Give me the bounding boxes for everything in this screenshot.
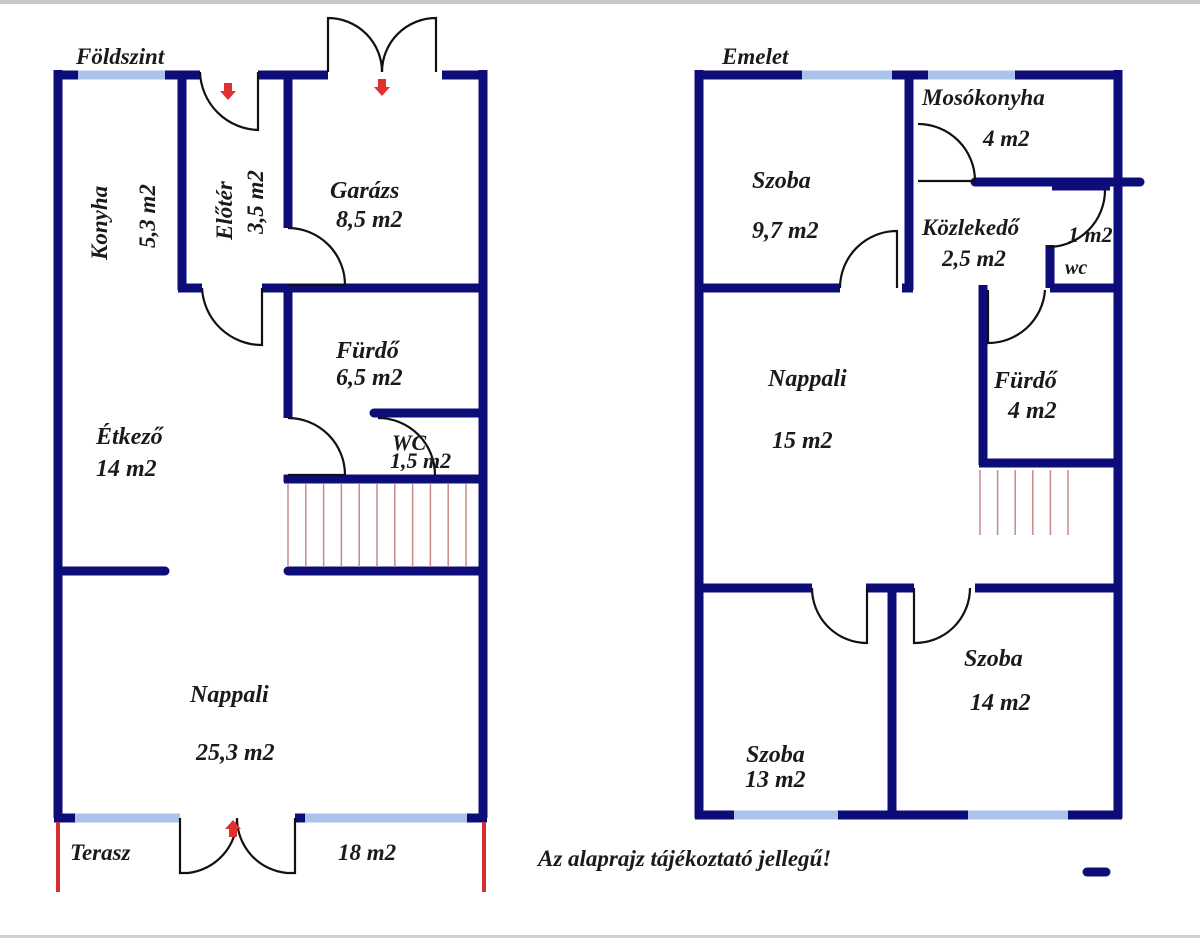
top-border xyxy=(0,0,1200,4)
wc-door xyxy=(1047,189,1107,249)
room-area: 14 m2 xyxy=(970,690,1031,716)
room-name: Terasz xyxy=(70,840,131,865)
room-door xyxy=(912,587,972,645)
entry-arrow-icon xyxy=(374,79,390,96)
room-area: 18 m2 xyxy=(338,840,396,865)
garage-door-left xyxy=(326,16,384,73)
room-area: 8,5 m2 xyxy=(336,207,403,233)
room-area: 13 m2 xyxy=(745,767,806,793)
room-name: Előtér xyxy=(212,180,237,241)
floor-title: Földszint xyxy=(75,44,165,69)
room-name: Nappali xyxy=(189,682,269,708)
wc-door xyxy=(377,416,437,476)
stairs xyxy=(287,484,467,567)
room-name: Étkező xyxy=(95,424,165,450)
room-area: 6,5 m2 xyxy=(336,365,403,391)
room-name: Nappali xyxy=(767,366,847,392)
floor-title: Emelet xyxy=(721,44,789,69)
room-area: 4 m2 xyxy=(1007,398,1057,424)
room-door xyxy=(810,587,869,645)
room-name: wc xyxy=(1065,257,1087,279)
bottom-border xyxy=(0,935,1200,938)
room-name: Fürdő xyxy=(993,368,1059,394)
room-area: 1,5 m2 xyxy=(390,448,451,473)
room-door xyxy=(838,229,899,289)
entrance-door xyxy=(198,71,260,132)
disclaimer-note: Az alaprajz tájékoztató jellegű! xyxy=(536,846,831,871)
bathroom-door xyxy=(986,289,1047,345)
room-name: WC xyxy=(392,430,427,455)
room-area: 25,3 m2 xyxy=(195,740,275,766)
entry-arrow-icon xyxy=(220,83,236,100)
laundry-door xyxy=(917,122,977,183)
room-name: Szoba xyxy=(964,646,1023,672)
room-area: 4 m2 xyxy=(982,126,1030,151)
room-name: Garázs xyxy=(330,178,399,204)
room-area: 15 m2 xyxy=(772,428,833,454)
room-area: 2,5 m2 xyxy=(941,246,1006,271)
room-area: 3,5 m2 xyxy=(243,170,268,235)
room-name: Szoba xyxy=(752,168,811,194)
entry-arrow-icon xyxy=(225,820,241,837)
room-name: Szoba xyxy=(746,742,805,768)
garage-inner-door xyxy=(287,226,347,287)
room-area: 1 m2 xyxy=(1068,222,1113,247)
ground-floor: Földszint Konyha 5,3 m2 Előtér 3,5 m2 Ga… xyxy=(53,16,488,892)
room-name: Közlekedő xyxy=(921,215,1021,240)
bathroom-door xyxy=(287,416,347,477)
room-name: Mosókonyha xyxy=(921,85,1045,110)
room-name: Fürdő xyxy=(335,338,401,364)
upper-floor: Emelet Szoba 9,7 m2 Mosókonyha 4 m2 Közl… xyxy=(536,44,1145,877)
hall-door xyxy=(200,287,264,347)
room-area: 5,3 m2 xyxy=(135,184,160,248)
room-area: 9,7 m2 xyxy=(752,218,819,244)
garage-door-right xyxy=(380,16,438,73)
room-area: 14 m2 xyxy=(96,456,157,482)
stairs xyxy=(979,470,1069,535)
room-name: Konyha xyxy=(87,186,112,261)
